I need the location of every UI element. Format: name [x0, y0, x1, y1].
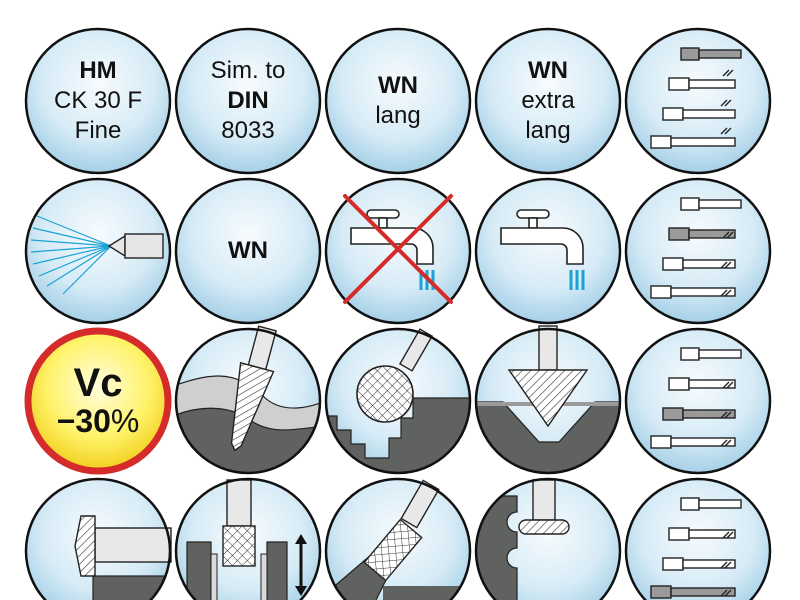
shank-length-icon: [624, 27, 772, 175]
shank-length-badge-3: [623, 326, 773, 476]
shank-length-badge-4: [623, 476, 773, 600]
side-burr-icon: [24, 477, 172, 600]
tap-icon: [474, 177, 622, 325]
angled-burr-icon: [324, 477, 472, 600]
lang-label: lang: [375, 102, 421, 129]
deburring-badge: [23, 476, 173, 600]
coolant-badge: [473, 176, 623, 326]
spray-coolant-badge: [23, 176, 173, 326]
wn-label: WN: [228, 237, 268, 264]
wn-label: WN: [528, 57, 568, 84]
wn-label: WN: [378, 72, 418, 99]
shank-length-icon: [624, 177, 772, 325]
notch-burr-icon: [474, 477, 622, 600]
wn-extra-lang-badge: WN extra lang: [473, 26, 623, 176]
notch-burr-badge: [473, 476, 623, 600]
ball-burr-icon: [324, 327, 472, 475]
cylinder-burr-slot-icon: [174, 477, 322, 600]
din-number-label: 8033: [221, 117, 275, 144]
slot-milling-badge: [173, 476, 323, 600]
hm-label: HM: [79, 57, 117, 84]
wn-badge: WN: [173, 176, 323, 326]
burr-contour-icon: [174, 325, 322, 475]
countersink-badge: [473, 325, 623, 476]
carbide-ck30f-fine-badge: HM CK 30 F Fine: [23, 26, 173, 176]
no-coolant-badge: [323, 176, 473, 326]
din-label: DIN: [227, 87, 269, 114]
sim-to-label: Sim. to: [210, 57, 286, 84]
ball-burr-badge: [323, 326, 473, 476]
vc-label: Vc: [73, 361, 123, 406]
tap-crossed-icon: [324, 177, 472, 325]
vc-unit: %: [110, 403, 140, 440]
contour-milling-badge: [173, 325, 323, 476]
shank-length-icon: [624, 477, 772, 600]
extra-label: extra: [521, 87, 575, 114]
lang-label: lang: [525, 117, 571, 144]
shank-length-badge-2: [623, 176, 773, 326]
vc-value: −30: [56, 403, 111, 440]
cone-burr-icon: [474, 325, 622, 475]
fine-label: Fine: [74, 117, 122, 144]
angled-burr-badge: [323, 476, 473, 600]
spray-nozzle-icon: [24, 177, 172, 325]
cutting-speed-badge: Vc −30%: [23, 326, 173, 476]
ck30f-label: CK 30 F: [53, 87, 143, 114]
vc-circle-icon: [24, 327, 172, 475]
wn-lang-badge: WN lang: [323, 26, 473, 176]
shank-length-badge-1: [623, 26, 773, 176]
shank-length-icon: [624, 327, 772, 475]
din-8033-badge: Sim. to DIN 8033: [173, 26, 323, 176]
